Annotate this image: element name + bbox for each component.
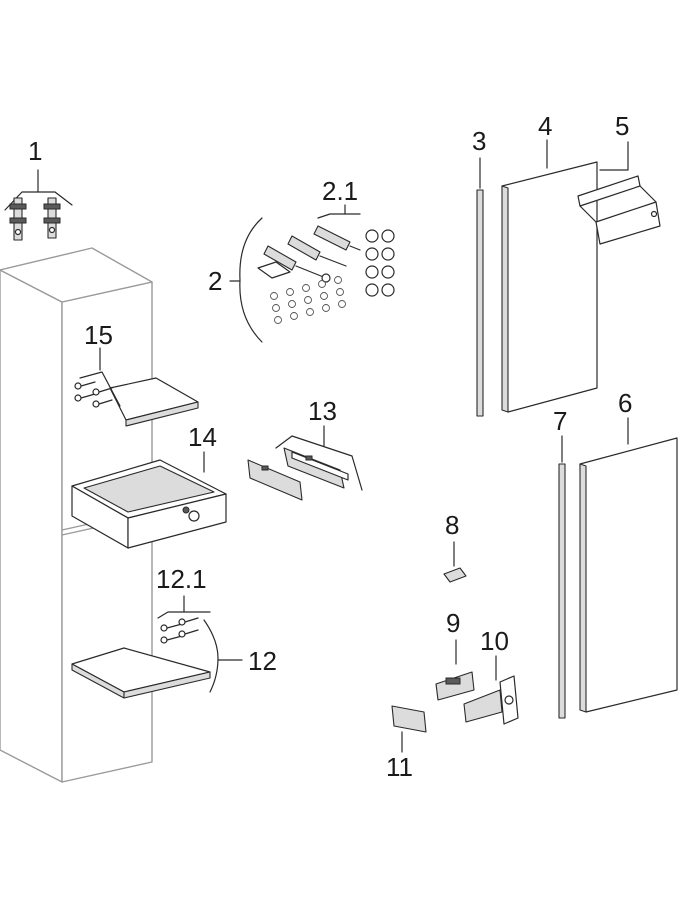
shelf-support-pin-icon	[160, 617, 199, 644]
edge-strip-lower-part	[558, 435, 566, 719]
label-part-12-1: 12.1	[156, 564, 207, 594]
upper-door-part	[501, 139, 598, 413]
label-part-12: 12	[248, 646, 277, 676]
door-buffer-part	[443, 541, 467, 583]
edge-strip-part	[476, 157, 484, 417]
label-part-5: 5	[615, 111, 629, 141]
tray-shelf-part	[577, 141, 661, 245]
hinge-plate-part	[435, 639, 475, 701]
label-part-15: 15	[84, 320, 113, 350]
drawer-part	[71, 451, 227, 549]
label-part-3: 3	[472, 126, 486, 156]
label-part-2: 2	[208, 266, 222, 296]
shelf-support-pin-icon	[74, 381, 113, 408]
wall-bracket-part	[4, 169, 73, 241]
lower-door-part	[579, 417, 678, 713]
wall-plug-icon	[263, 225, 361, 283]
label-part-14: 14	[188, 422, 217, 452]
label-part-9: 9	[446, 608, 460, 638]
upper-shelf-part	[74, 347, 199, 427]
hinge-cover-part	[391, 705, 427, 753]
drawer-runner-part	[247, 425, 363, 501]
label-part-11: 11	[386, 752, 413, 782]
label-part-4: 4	[538, 111, 552, 141]
label-part-13: 13	[308, 396, 337, 426]
cover-cap-icon	[365, 229, 395, 297]
label-part-7: 7	[553, 406, 567, 436]
screw-head-icon	[270, 276, 346, 324]
label-part-8: 8	[445, 510, 459, 540]
label-part-10: 10	[480, 626, 509, 656]
label-part-1: 1	[28, 136, 42, 166]
label-part-6: 6	[618, 388, 632, 418]
hinge-part	[463, 655, 519, 725]
fixing-set-part	[229, 204, 395, 343]
label-part-2-1: 2.1	[322, 176, 358, 206]
lower-shelf-part	[71, 595, 243, 699]
